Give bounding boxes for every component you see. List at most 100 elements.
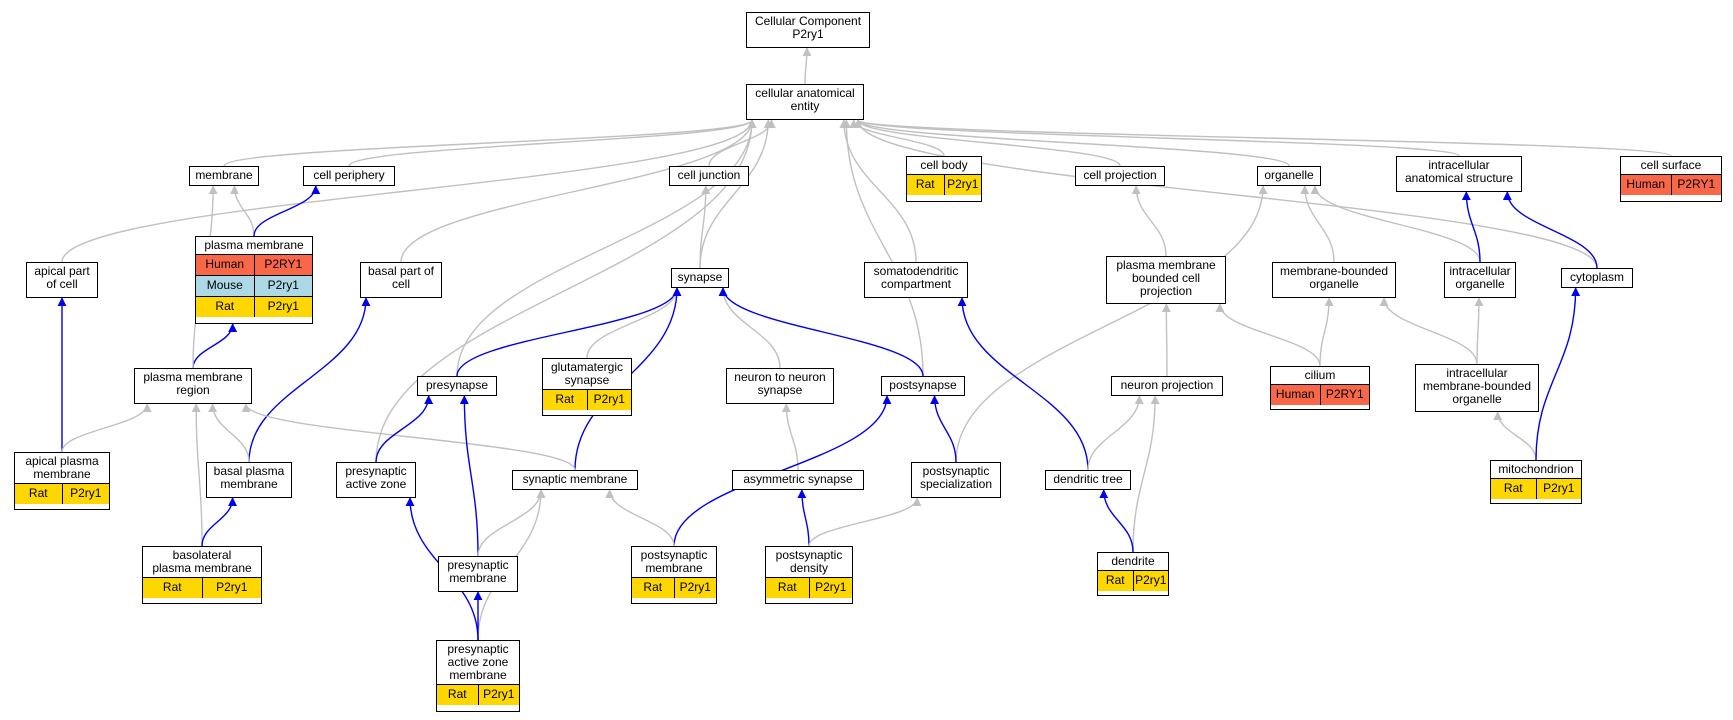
- edge-cilium-to-mbo: [1319, 297, 1334, 367]
- edge-pmbcp-to-cellproj: [1131, 185, 1167, 257]
- edge-asym-to-n2n: [781, 403, 799, 471]
- node-label: cell surface: [1640, 158, 1702, 172]
- edge-dendrite-to-dtree: [1099, 489, 1134, 553]
- edge-mito-to-imbo: [1493, 411, 1537, 461]
- species-cell: Rat: [28, 486, 48, 500]
- species-cell: Human: [205, 257, 245, 271]
- node-mbo: membrane-bounded organelle: [1272, 262, 1396, 298]
- edge-apicalpm-to-pmregion: [61, 403, 152, 453]
- node-cellproj: cell projection: [1075, 166, 1165, 186]
- node-label: cytoplasm: [1569, 270, 1625, 284]
- edge-intraorg-to-ias: [1461, 191, 1481, 263]
- annotation-row: Human P2RY1: [196, 254, 312, 275]
- edge-pmregion-to-pm: [192, 323, 238, 369]
- edge-pm-to-periphery: [253, 185, 321, 237]
- node-label: mitochondrion: [1498, 462, 1574, 476]
- node-synmem: synaptic membrane: [512, 470, 638, 490]
- edge-periphery-to-cae: [348, 119, 757, 167]
- edge-organelle-to-cae: [853, 119, 1290, 167]
- node-label: cell projection: [1083, 168, 1157, 182]
- node-label: apical part of cell: [34, 264, 90, 291]
- node-label: presynaptic active zone: [345, 464, 407, 491]
- edge-cellproj-to-cae: [853, 119, 1121, 167]
- node-label: basal part of cell: [367, 264, 435, 291]
- gene-cell: P2ry1: [808, 578, 853, 598]
- node-label: postsynaptic membrane: [640, 548, 708, 575]
- node-presynaz: presynaptic active zone: [336, 462, 416, 498]
- node-label: basolateral plasma membrane: [152, 548, 252, 575]
- species-cell: Mouse: [206, 278, 243, 292]
- species-cell: Rat: [915, 177, 935, 191]
- edge-presynmem-to-presyn: [459, 395, 479, 557]
- species-cell: Rat: [777, 580, 797, 594]
- node-postsyn: postsynapse: [881, 376, 965, 396]
- node-imbo: intracellular membrane-bounded organelle: [1415, 364, 1539, 412]
- edge-imbo-to-mbo: [1379, 297, 1478, 365]
- edge-intraorg-to-organelle: [1310, 185, 1481, 263]
- edge-postsyn-to-synapse: [718, 287, 924, 377]
- species-cell: Rat: [447, 687, 467, 701]
- gene-cell: P2ry1: [1535, 479, 1582, 499]
- node-label: neuron projection: [1120, 378, 1214, 392]
- node-label: intracellular membrane-bounded organelle: [1422, 366, 1532, 406]
- annotation-row: Mouse P2ry1: [196, 275, 312, 296]
- node-label: apical plasma membrane: [25, 454, 99, 481]
- edge-synapse-to-junction: [699, 185, 711, 269]
- gene-cell: P2RY1: [1319, 385, 1370, 405]
- edge-n2n-to-synapse: [718, 287, 781, 369]
- node-label: asymmetric synapse: [743, 472, 853, 486]
- species-cell: Rat: [1105, 573, 1125, 587]
- edge-psspec-to-organelle: [955, 185, 1268, 463]
- node-cae: cellular anatomical entity: [746, 84, 864, 120]
- node-somato: somatodendritic compartment: [864, 262, 968, 298]
- edge-synmem-to-pmregion: [241, 403, 576, 471]
- edge-postsyn-to-cae: [841, 119, 924, 377]
- edge-mito-to-cytoplasm: [1535, 287, 1581, 461]
- node-label: postsynapse: [889, 378, 957, 392]
- node-basal: basal part of cell: [360, 262, 442, 298]
- edge-glut-to-synapse: [586, 287, 682, 359]
- node-label: organelle: [1264, 168, 1314, 182]
- gene-cell: P2ry1: [253, 297, 313, 317]
- annotation-row: Human P2RY1: [1271, 384, 1369, 405]
- node-synapse: synapse: [671, 268, 729, 288]
- edge-basalpm-to-basal: [248, 297, 371, 463]
- annotation-row: Rat P2ry1: [196, 296, 312, 317]
- node-presynmem: presynaptic membrane: [438, 556, 518, 592]
- species-cell: Rat: [215, 299, 235, 313]
- node-membrane: membrane: [189, 166, 259, 186]
- gene-cell: P2RY1: [253, 255, 313, 275]
- edge-presyn-to-synapse: [456, 287, 682, 377]
- edge-basalpm-to-pmregion: [208, 403, 250, 463]
- edge-psspec-to-postsyn: [930, 395, 957, 463]
- edge-pm-to-membrane: [230, 185, 255, 237]
- node-junction: cell junction: [669, 166, 749, 186]
- gene-cell: P2ry1: [253, 276, 313, 296]
- node-label: presynaptic membrane: [447, 558, 509, 585]
- edge-basolat-to-basalpm: [201, 497, 238, 547]
- node-label: intracellular organelle: [1449, 264, 1511, 291]
- edge-presynaz-to-presyn: [375, 395, 434, 463]
- species-cell: Human: [1275, 387, 1315, 401]
- gene-cell: P2RY1: [1670, 175, 1722, 195]
- node-label: synapse: [677, 270, 723, 284]
- node-label: plasma membrane bounded cell projection: [1116, 258, 1216, 298]
- node-label: cell junction: [677, 168, 741, 182]
- node-label: plasma membrane region: [143, 370, 243, 397]
- node-label: somatodendritic compartment: [873, 264, 959, 291]
- species-cell: Rat: [1503, 481, 1523, 495]
- node-label: neuron to neuron synapse: [734, 370, 826, 397]
